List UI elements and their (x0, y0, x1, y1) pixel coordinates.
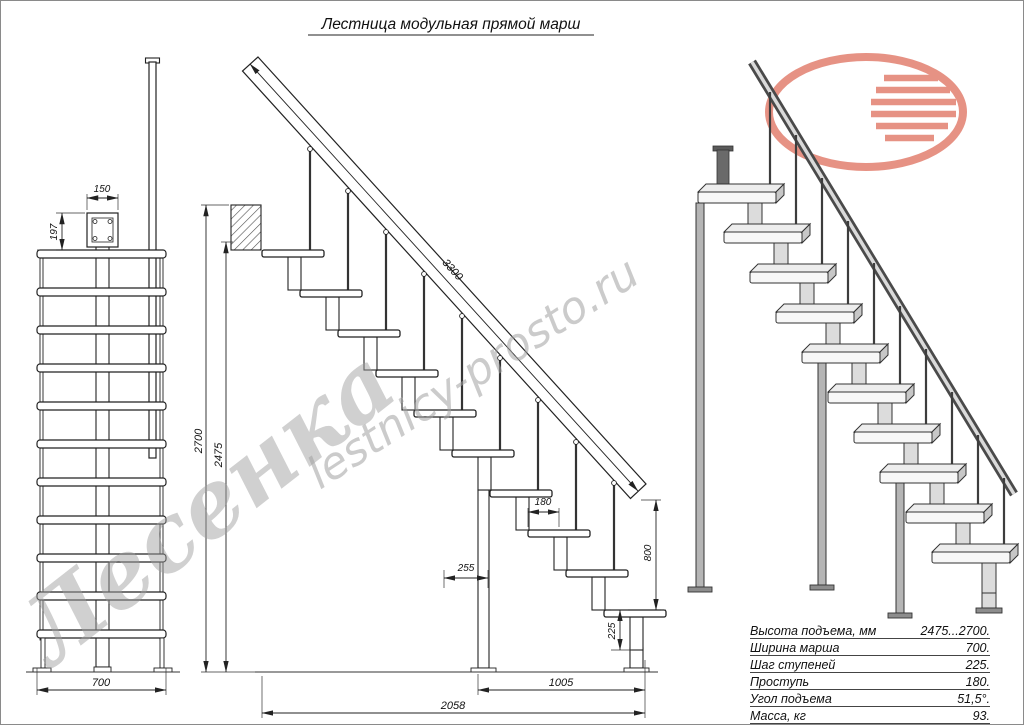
spec-row-width: Ширина марша 700. (750, 639, 990, 656)
isometric-view (687, 59, 1019, 619)
spec-row-tread: Проступь 180. (750, 673, 990, 690)
brand-logo-swoosh (765, 53, 967, 171)
dim-bracket-width: 150 (86, 184, 119, 210)
dim-800-label: 800 (643, 544, 654, 561)
handrail-post-front (148, 61, 157, 459)
front-view: 150 197 700 (26, 57, 180, 695)
watermark-brand: Лесенка (0, 327, 415, 688)
front-feet (26, 637, 180, 673)
dim-700-label: 700 (92, 677, 111, 689)
spec-value: 180. (965, 675, 990, 689)
dim-march-width: 700 (36, 668, 167, 695)
spec-value: 2475...2700. (920, 624, 990, 638)
top-bracket-front (86, 212, 119, 248)
spec-value: 51,5°. (957, 692, 990, 706)
wall-bracket-side (230, 204, 262, 251)
spec-label: Угол подъема (750, 692, 832, 706)
dim-step-rise: 225 (607, 609, 632, 651)
spec-table: Высота подъема, мм 2475...2700. Ширина м… (750, 622, 990, 724)
dim-base-run: 1005 (477, 660, 646, 695)
iso-balusters (768, 92, 1006, 544)
spec-value: 93. (972, 709, 990, 723)
dim-rail-height: 800 (641, 499, 666, 611)
dim-tread-board: 255 (443, 563, 489, 588)
dim-1005-label: 1005 (549, 677, 574, 689)
spec-label: Высота подъема, мм (750, 624, 877, 638)
dim-top-offset: 197 (37, 212, 85, 251)
dim-tread-depth: 180 (527, 497, 560, 527)
spec-label: Шаг ступеней (750, 658, 836, 672)
dim-255-label: 255 (457, 563, 475, 574)
support-legs-side (470, 489, 650, 673)
spec-label: Ширина марша (750, 641, 840, 655)
spec-value: 700. (965, 641, 990, 655)
dim-2700-label: 2700 (193, 428, 205, 454)
spec-value: 225. (965, 658, 990, 672)
dim-225-label: 225 (607, 622, 618, 640)
title-block: Лестница модульная прямой марш (308, 16, 594, 36)
dim-total-run: 2058 (261, 676, 646, 718)
dim-height-min: 2475 (213, 241, 233, 673)
spec-label: Проступь (750, 675, 810, 689)
spec-row-height: Высота подъема, мм 2475...2700. (750, 622, 990, 639)
spec-row-angle: Угол подъема 51,5°. (750, 690, 990, 707)
spec-row-mass: Масса, кг 93. (750, 707, 990, 724)
dim-2475-label: 2475 (213, 442, 225, 468)
dim-197-label: 197 (49, 223, 60, 240)
side-view: 3300 2700 2475 800 225 (193, 56, 667, 718)
iso-posts (687, 202, 1003, 619)
spec-label: Масса, кг (750, 709, 806, 723)
iso-handrail (748, 59, 1018, 497)
dim-2058-label: 2058 (440, 700, 466, 712)
dim-180-label: 180 (535, 497, 552, 508)
spec-row-step: Шаг ступеней 225. (750, 656, 990, 673)
iso-wall-bracket (712, 145, 734, 193)
dim-150-label: 150 (94, 184, 111, 195)
dim-height-max: 2700 (193, 204, 258, 673)
page-title: Лестница модульная прямой марш (321, 16, 581, 33)
